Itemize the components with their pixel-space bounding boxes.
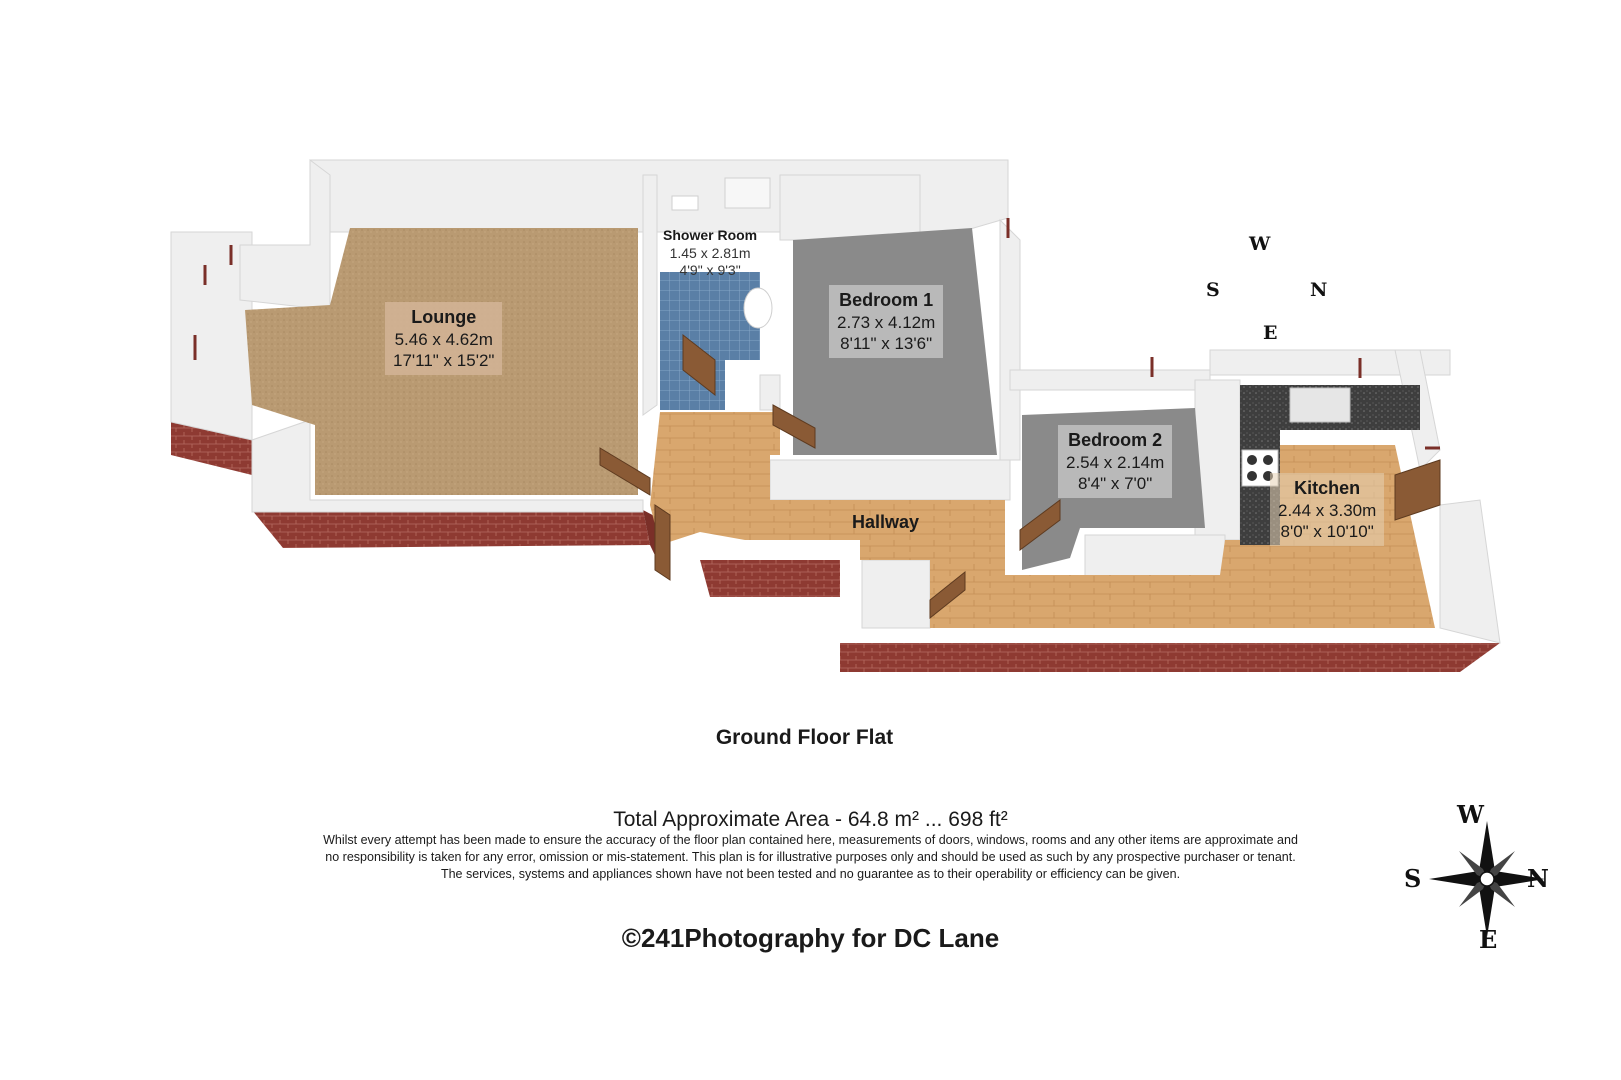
room-name: Hallway: [852, 512, 920, 532]
windows: [193, 218, 1440, 450]
floor-title: Ground Floor Flat: [715, 726, 894, 749]
door-lounge: [599, 447, 651, 496]
room-imperial: 4'9" x 9'3": [679, 262, 741, 278]
door-kitchen: [1394, 459, 1441, 521]
basin-icon: [671, 195, 699, 211]
exterior-brick-walls: [171, 422, 1500, 672]
hob-icon: [1241, 449, 1279, 487]
sink-icon: [1289, 387, 1351, 423]
room-label-shower-room: Shower Room 1.45 x 2.81m 4'9" x 9'3": [655, 223, 765, 284]
compass-top-w: W: [1249, 233, 1271, 255]
room-metric: 1.45 x 2.81m: [669, 244, 751, 261]
disclaimer-line: Whilst every attempt has been made to en…: [323, 833, 1298, 847]
room-name: Bedroom 1: [839, 290, 934, 310]
room-label-bedroom-2: Bedroom 2 2.54 x 2.14m 8'4" x 7'0": [1058, 425, 1173, 498]
disclaimer: Whilst every attempt has been made to en…: [0, 832, 1621, 883]
door-hall-cupboard: [929, 570, 966, 620]
disclaimer-line: no responsibility is taken for any error…: [325, 850, 1296, 864]
shower-tray-icon: [724, 177, 771, 209]
room-imperial: 8'11" x 13'6": [840, 333, 933, 353]
room-imperial: 8'4" x 7'0": [1077, 473, 1153, 493]
compass-rose-icon: [1429, 821, 1545, 937]
disclaimer-line: The services, systems and appliances sho…: [440, 867, 1181, 881]
compass-bottom-n: N: [1527, 864, 1549, 893]
shower-room-floor: [660, 272, 760, 410]
compass-bottom-w: W: [1457, 800, 1484, 829]
room-name: Bedroom 2: [1068, 430, 1163, 450]
door-bedroom-2: [1019, 499, 1061, 551]
room-imperial: 17'11" x 15'2": [393, 350, 495, 370]
compass-top-e: E: [1263, 322, 1278, 344]
compass-top-s: S: [1206, 279, 1220, 301]
room-label-lounge: Lounge 5.46 x 4.62m 17'11" x 15'2": [385, 302, 503, 375]
hallway-floor: [650, 412, 1435, 628]
toilet-icon: [743, 287, 773, 329]
compass-top-n: N: [1310, 279, 1328, 301]
room-metric: 5.46 x 4.62m: [394, 329, 493, 349]
door-shower: [682, 333, 716, 397]
room-label-hallway: Hallway: [852, 511, 919, 534]
room-name: Kitchen: [1294, 478, 1361, 498]
doors: [599, 333, 1441, 620]
total-area: Total Approximate Area - 64.8 m² ... 698…: [613, 808, 1008, 831]
room-metric: 2.44 x 3.30m: [1278, 500, 1377, 520]
door-bedroom-1: [772, 404, 816, 449]
room-imperial: 8'0" x 10'10": [1280, 521, 1374, 541]
room-metric: 2.54 x 2.14m: [1066, 452, 1165, 472]
copyright-credit: ©241Photography for DC Lane: [621, 923, 1000, 953]
room-label-kitchen: Kitchen 2.44 x 3.30m 8'0" x 10'10": [1270, 473, 1385, 546]
room-metric: 2.73 x 4.12m: [837, 312, 936, 332]
interior-walls: [170, 159, 1501, 644]
room-name: Shower Room: [663, 227, 758, 243]
compass-bottom-e: E: [1479, 925, 1498, 954]
room-name: Lounge: [411, 307, 477, 327]
compass-bottom-s: S: [1404, 864, 1422, 893]
room-label-bedroom-1: Bedroom 1 2.73 x 4.12m 8'11" x 13'6": [829, 285, 944, 358]
door-front: [654, 504, 671, 581]
